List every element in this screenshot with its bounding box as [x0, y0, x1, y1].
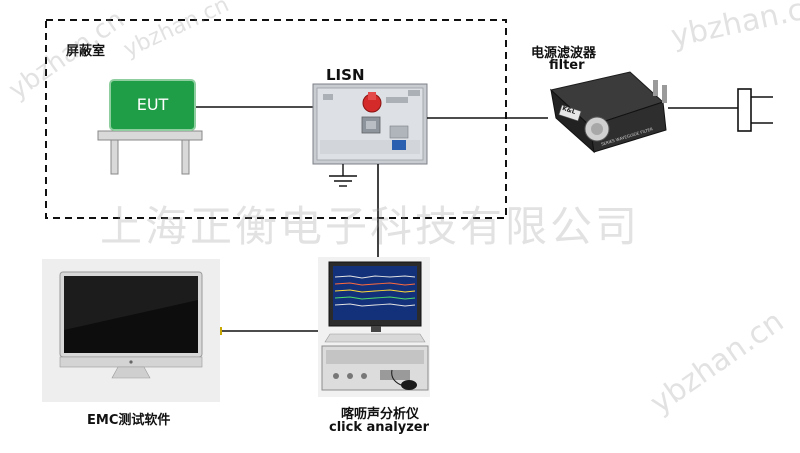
lisn-label: LISN: [326, 66, 365, 84]
eut-label: EUT: [136, 95, 169, 114]
shield-room-label: 屏蔽室: [66, 44, 106, 59]
shield-room-boundary: [45, 19, 507, 219]
analyzer-screen: [333, 266, 417, 320]
filter-label-cn: 电源滤波器: [531, 46, 597, 61]
filter-label-en: filter: [549, 58, 585, 73]
filter-device: [549, 71, 667, 154]
click-analyzer: [318, 257, 430, 397]
analyzer-label-en: click analyzer: [329, 420, 430, 435]
lisn-device: [312, 83, 428, 165]
pc-monitor: [42, 259, 220, 402]
eut-table: [97, 130, 203, 175]
mains-plug: [737, 88, 773, 132]
software-label: EMC测试软件: [87, 413, 171, 428]
analyzer-label-cn: 喀呖声分析仪: [341, 407, 420, 422]
eut-box: [109, 79, 196, 131]
ground-symbol: [329, 164, 357, 187]
